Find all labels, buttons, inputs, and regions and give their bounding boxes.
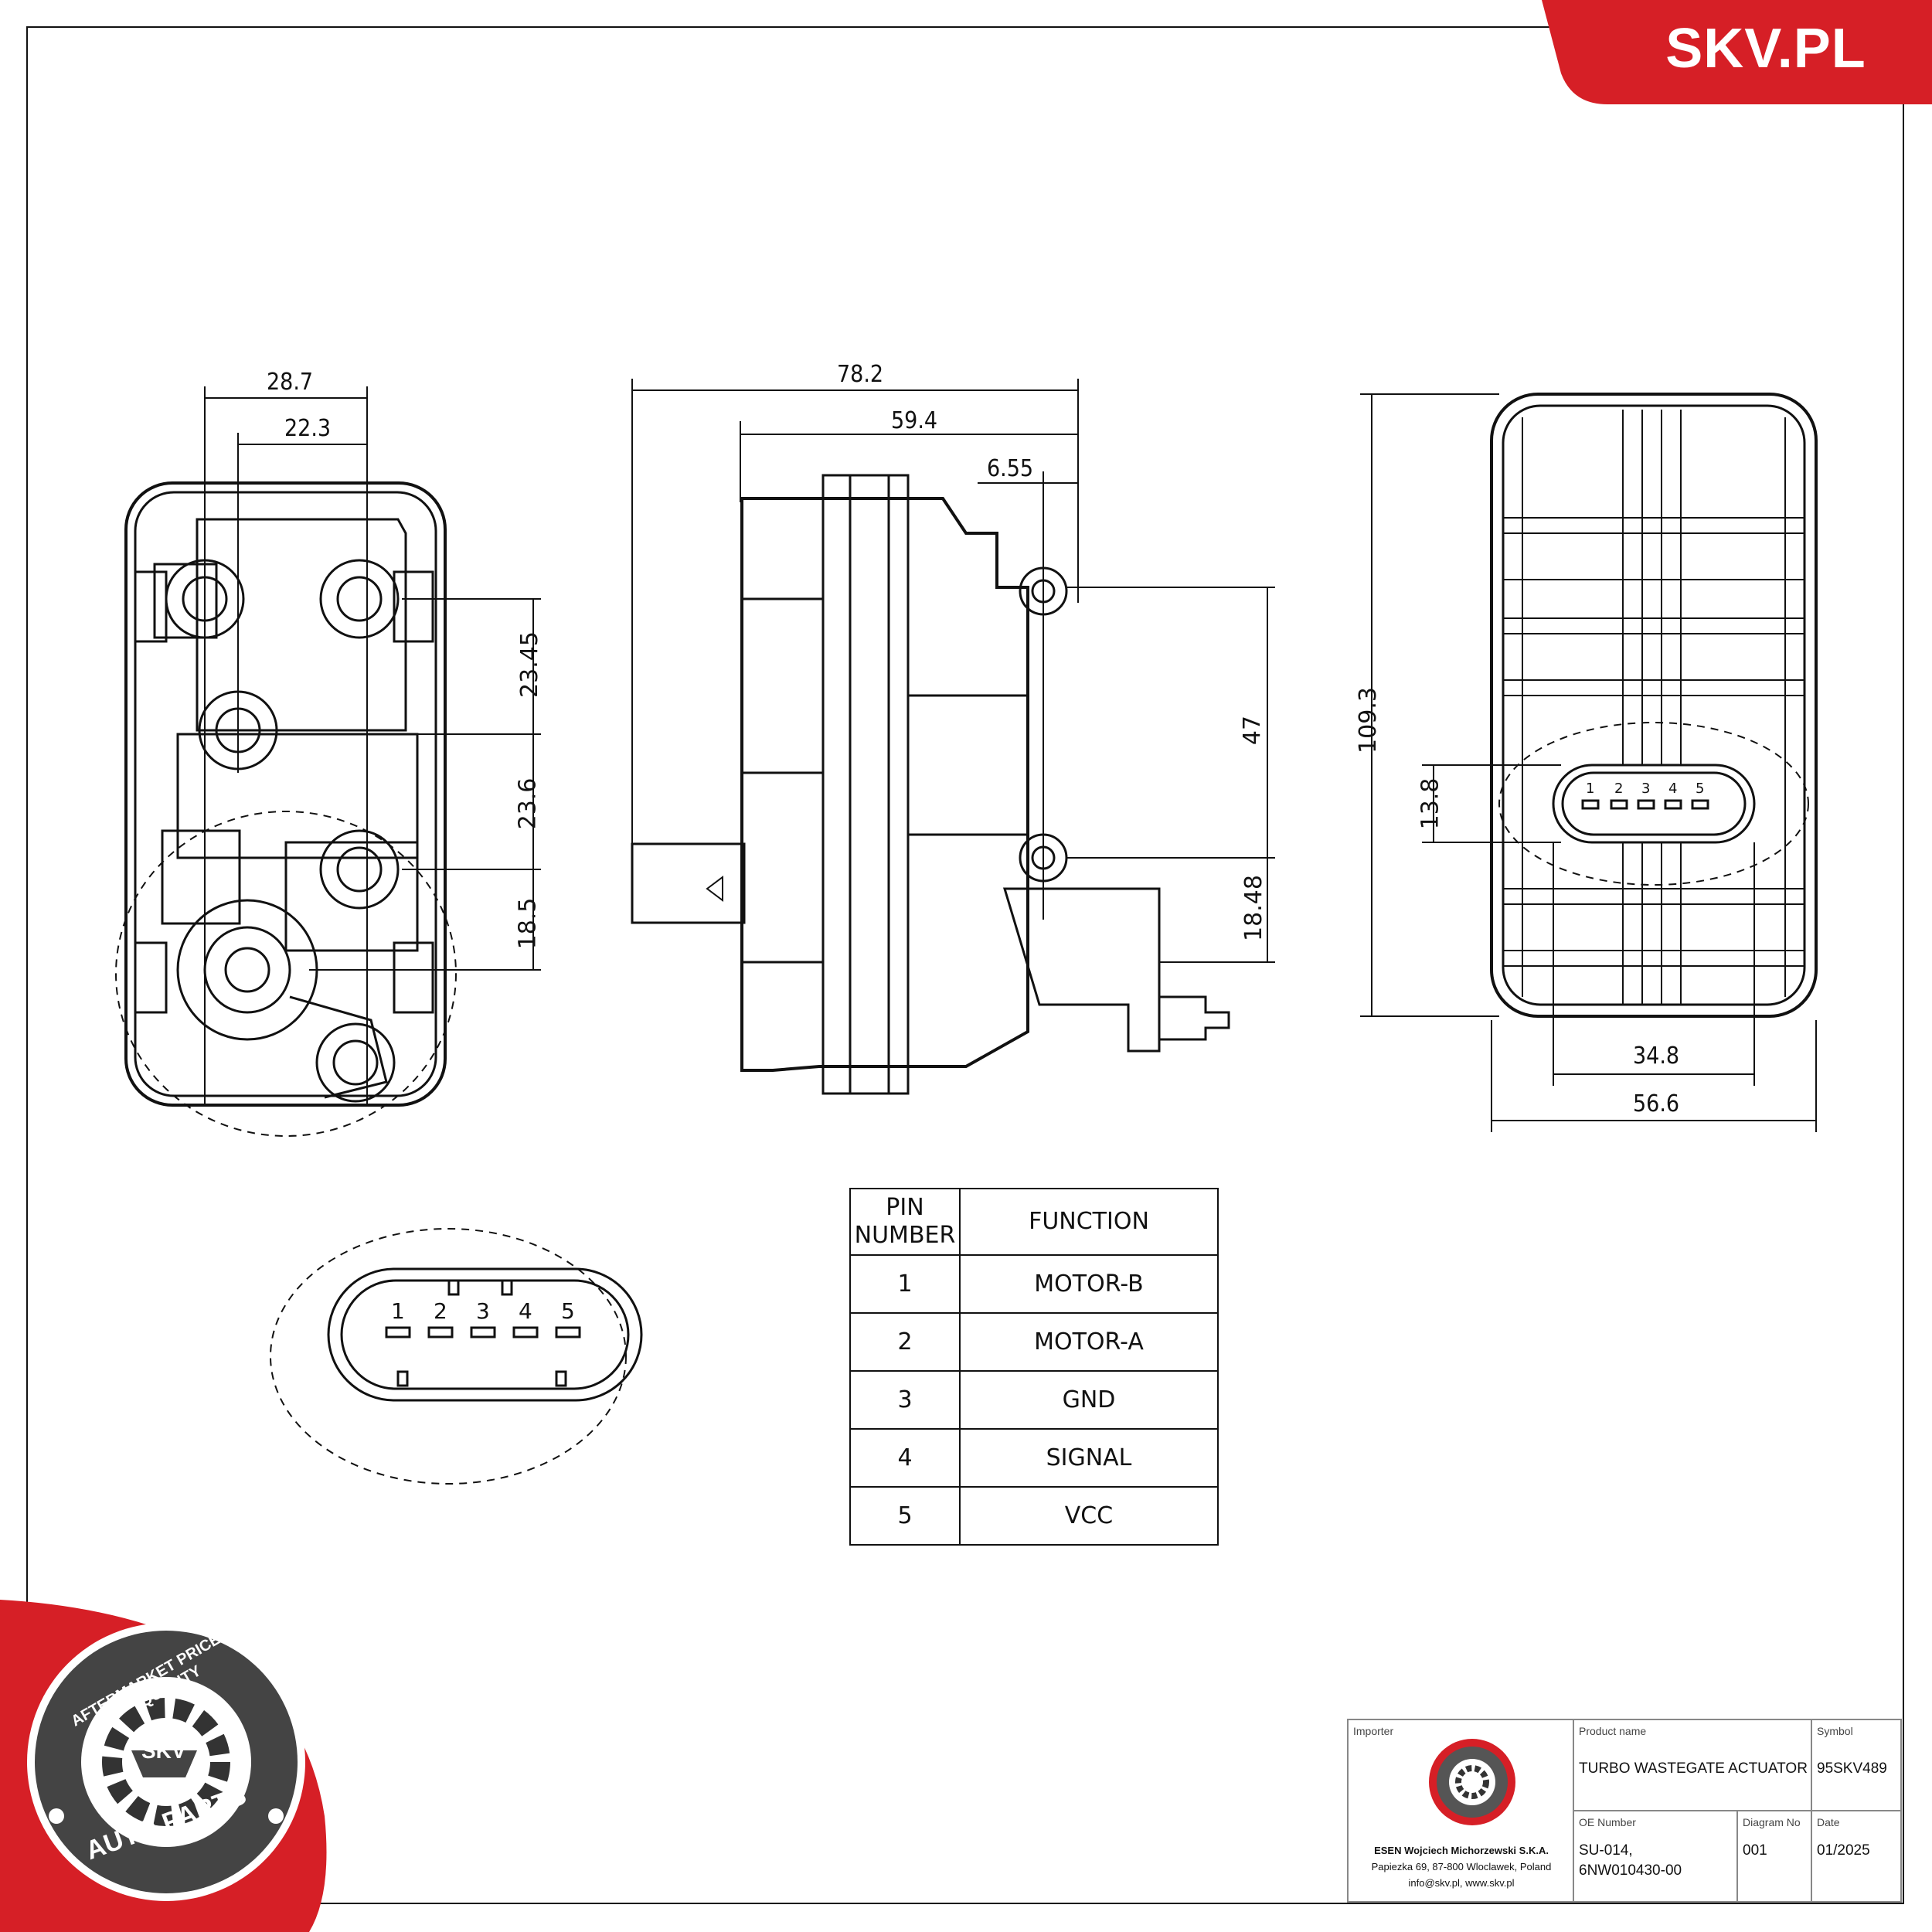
title-block: Importer ESEN Wojciech Michorzewski S.K.…	[1347, 1719, 1902, 1903]
oe-number-1: SU-014,	[1579, 1842, 1633, 1859]
pin-cell: 2	[849, 1312, 961, 1372]
pin-number-header: PIN NUMBER	[849, 1188, 961, 1256]
symbol-cell: Symbol 95SKV489	[1812, 1720, 1900, 1811]
dim-109-3: 109.3	[1354, 687, 1382, 753]
symbol-label: Symbol	[1817, 1725, 1853, 1737]
dim-6-55: 6.55	[987, 455, 1034, 482]
detail-pin-5: 5	[561, 1298, 575, 1324]
importer-contact: info@skv.pl, www.skv.pl	[1408, 1877, 1515, 1889]
importer-label: Importer	[1353, 1725, 1394, 1737]
dim-28-7: 28.7	[267, 369, 314, 396]
dim-47: 47	[1239, 715, 1267, 746]
function-cell: GND	[959, 1370, 1219, 1430]
function-cell: MOTOR-B	[959, 1254, 1219, 1314]
badge-center-text: SKV	[141, 1739, 186, 1763]
back-pin-5: 5	[1696, 781, 1705, 797]
table-row: 3 GND	[849, 1370, 1219, 1430]
diagram-no-label: Diagram No	[1743, 1816, 1801, 1828]
product-name: TURBO WASTEGATE ACTUATOR	[1579, 1760, 1808, 1777]
front-view	[115, 386, 541, 1137]
date-label: Date	[1817, 1816, 1840, 1828]
brand-banner-text: SKV.PL	[1665, 18, 1866, 80]
back-view	[1360, 393, 1818, 1132]
dim-34-8: 34.8	[1633, 1043, 1680, 1070]
diagram-no-cell: Diagram No 001	[1738, 1811, 1812, 1901]
date-value: 01/2025	[1817, 1842, 1870, 1859]
drawing-frame	[26, 26, 1904, 1904]
symbol-value: 95SKV489	[1817, 1760, 1887, 1777]
detail-pin-1: 1	[391, 1298, 405, 1324]
back-pin-4: 4	[1668, 781, 1678, 797]
function-cell: VCC	[959, 1486, 1219, 1546]
back-pin-1: 1	[1586, 781, 1595, 797]
product-name-label: Product name	[1579, 1725, 1647, 1737]
date-cell: Date 01/2025	[1812, 1811, 1900, 1901]
dim-78-2: 78.2	[837, 361, 884, 388]
diagram-no-value: 001	[1743, 1842, 1767, 1859]
pin-table-header: PIN NUMBER FUNCTION	[849, 1188, 1219, 1256]
table-row: 1 MOTOR-B	[849, 1254, 1219, 1314]
pin-function-table: PIN NUMBER FUNCTION 1 MOTOR-B 2 MOTOR-A …	[849, 1188, 1219, 1546]
detail-pin-3: 3	[476, 1298, 490, 1324]
detail-pin-4: 4	[519, 1298, 532, 1324]
importer-name: ESEN Wojciech Michorzewski S.K.A.	[1374, 1845, 1549, 1856]
connector-detail	[270, 1228, 643, 1485]
skv-quality-badge	[0, 1600, 327, 1932]
brand-banner	[1542, 0, 1932, 104]
table-row: 4 SIGNAL	[849, 1428, 1219, 1488]
pin-cell: 4	[849, 1428, 961, 1488]
function-header: FUNCTION	[959, 1188, 1219, 1256]
pin-cell: 1	[849, 1254, 961, 1314]
importer-cell: Importer ESEN Wojciech Michorzewski S.K.…	[1349, 1720, 1574, 1901]
importer-logo-icon	[1429, 1739, 1515, 1825]
pin-cell: 3	[849, 1370, 961, 1430]
dim-56-6: 56.6	[1633, 1090, 1680, 1117]
oe-number-2: 6NW010430-00	[1579, 1862, 1682, 1879]
importer-address: Papiezka 69, 87-800 Wloclawek, Poland	[1371, 1861, 1552, 1872]
dim-13-8: 13.8	[1417, 777, 1444, 830]
dim-22-3: 22.3	[284, 415, 332, 442]
function-cell: SIGNAL	[959, 1428, 1219, 1488]
dim-18-48: 18.48	[1240, 875, 1267, 941]
detail-pin-2: 2	[434, 1298, 447, 1324]
oe-number-cell: OE Number SU-014, 6NW010430-00	[1574, 1811, 1738, 1901]
dim-23-45: 23.45	[515, 631, 543, 698]
back-pin-2: 2	[1614, 781, 1624, 797]
function-cell: MOTOR-A	[959, 1312, 1219, 1372]
pin-cell: 5	[849, 1486, 961, 1546]
back-pin-3: 3	[1641, 781, 1651, 797]
table-row: 5 VCC	[849, 1486, 1219, 1546]
dim-23-6: 23.6	[514, 777, 542, 830]
side-view	[631, 379, 1275, 1095]
oe-number-label: OE Number	[1579, 1816, 1636, 1828]
dim-18-5: 18.5	[514, 897, 542, 950]
dim-59-4: 59.4	[891, 407, 938, 434]
table-row: 2 MOTOR-A	[849, 1312, 1219, 1372]
product-name-cell: Product name TURBO WASTEGATE ACTUATOR	[1574, 1720, 1812, 1811]
